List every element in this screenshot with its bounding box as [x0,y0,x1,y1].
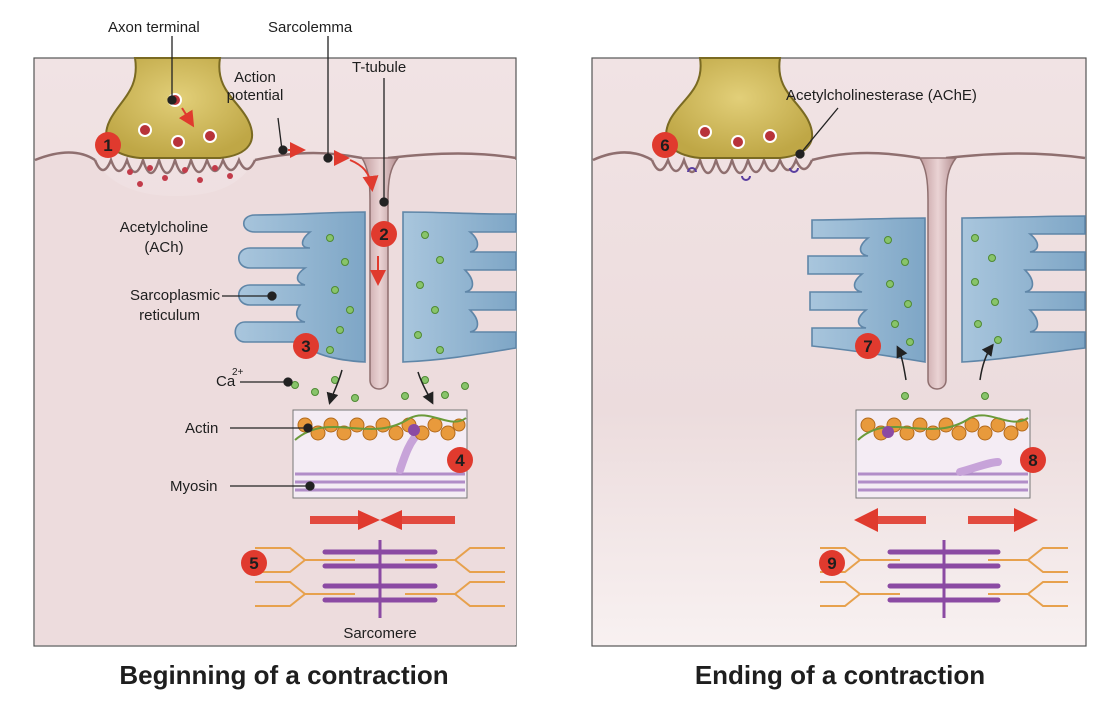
step-badge-7: 7 [855,333,881,359]
label-ache: Acetylcholinesterase (AChE) [786,87,977,104]
left-axon-arrow [178,107,195,128]
left-caption: Beginning of a contraction [119,660,448,690]
right-caption: Ending of a contraction [695,660,985,690]
label-axon-terminal: Axon terminal [108,19,200,36]
label-acetylcholine-2: (ACh) [144,239,183,256]
right-myosin-head [956,458,1002,476]
left-ttubule-curve-arrow [349,159,379,192]
svg-text:5: 5 [249,554,258,573]
right-ca-arrow-1 [896,345,908,381]
left-ach-molecules [127,165,233,187]
label-action-potential-2: potential [227,87,284,104]
left-troponin [408,424,420,436]
svg-text:3: 3 [301,337,310,356]
left-arrow-left-head [380,510,402,530]
right-membrane-line [592,151,1086,162]
right-arrow-right-head [1014,508,1038,532]
left-leader-lines [167,36,389,491]
right-troponin [882,426,894,438]
label-myosin: Myosin [170,478,218,495]
step-badge-6: 6 [652,132,678,158]
svg-text:8: 8 [1028,451,1037,470]
label-sarcoplasmic-2: reticulum [139,307,200,324]
right-synaptic-vesicles [698,125,777,149]
svg-text:2: 2 [379,225,388,244]
svg-text:6: 6 [660,136,669,155]
step-badge-1: 1 [95,132,121,158]
left-junctional-folds [93,155,257,175]
right-calcium-ions [884,234,1002,400]
label-sarcomere: Sarcomere [343,625,416,642]
right-leader-lines [795,107,839,159]
left-tropomyosin [294,414,467,441]
label-calcium-charge: 2+ [232,367,244,378]
left-panel: Axon terminal Sarcolemma Action potentia… [33,19,517,690]
svg-text:1: 1 [103,136,112,155]
left-ca-arrow-2 [417,371,434,405]
label-acetylcholine-1: Acetylcholine [120,219,208,236]
label-actin: Actin [185,420,218,437]
step-badge-3: 3 [293,333,319,359]
right-sarcomere [820,540,1068,618]
left-sr-right [402,211,517,363]
left-sr-left [234,211,366,363]
right-panel: Acetylcholinesterase (AChE) 6 7 8 9 Endi… [591,57,1087,690]
label-sarcoplasmic-1: Sarcoplasmic [130,287,221,304]
left-sarcomere [255,540,505,618]
right-arrow-right [968,516,1018,524]
left-arrow-right-head [358,510,380,530]
right-ache-enzymes [687,167,799,181]
label-calcium: Ca [216,373,236,390]
left-myosin-filaments [295,472,465,492]
left-arrow-right [310,516,360,524]
step-badge-5: 5 [241,550,267,576]
right-junctional-folds [650,155,814,175]
left-arrow-left [400,516,455,524]
step-badge-2: 2 [371,221,397,247]
left-ca-arrow-1 [326,369,343,405]
label-action-potential-1: Action [234,69,276,86]
svg-text:4: 4 [455,451,465,470]
label-t-tubule: T-tubule [352,59,406,76]
svg-text:9: 9 [827,554,836,573]
right-arrow-left [876,516,926,524]
right-t-tubule [918,157,958,390]
step-badge-8: 8 [1020,447,1046,473]
right-arrow-left-head [854,508,878,532]
label-sarcolemma: Sarcolemma [268,19,353,36]
right-myosin-filaments [858,472,1028,492]
right-ca-arrow-2 [979,343,994,381]
left-membrane-line [34,151,517,162]
right-sr-right [961,215,1086,363]
svg-text:7: 7 [863,337,872,356]
step-badge-9: 9 [819,550,845,576]
step-badge-4: 4 [447,447,473,473]
